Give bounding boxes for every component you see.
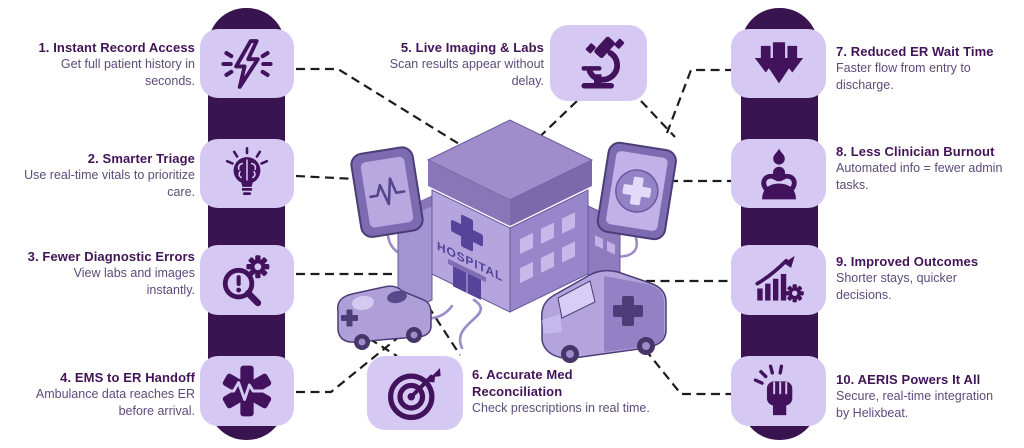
benefit-body-8: Automated info = fewer admin tasks. — [836, 161, 1003, 192]
benefit-item-2: 2. Smarter Triage Use real-time vitals t… — [19, 150, 195, 201]
ambulance-right-cross — [613, 296, 643, 326]
benefit-title-2: 2. Smarter Triage — [87, 151, 195, 166]
connector-line-2 — [295, 174, 357, 181]
benefit-item-4: 4. EMS to ER Handoff Ambulance data reac… — [30, 369, 195, 420]
benefit-body-3: View labs and images instantly. — [73, 266, 195, 297]
hospital-door — [453, 266, 481, 300]
icon-box-3 — [200, 245, 294, 315]
ambulance-left-cross — [341, 309, 358, 327]
ekg-waveform — [369, 177, 406, 206]
connector-line-6b — [356, 330, 398, 357]
icon-box-4 — [200, 356, 294, 426]
raised-fist-icon — [753, 364, 792, 416]
benefit-body-6: Check prescriptions in real time. — [472, 401, 650, 415]
benefit-body-1: Get full patient history in seconds. — [60, 57, 195, 88]
benefit-body-2: Use real-time vitals to prioritize care. — [24, 168, 195, 199]
ambulance-left — [336, 285, 432, 350]
benefit-item-1: 1. Instant Record Access Get full patien… — [19, 39, 195, 90]
benefit-title-3: 3. Fewer Diagnostic Errors — [27, 249, 195, 264]
benefit-item-3: 3. Fewer Diagnostic Errors View labs and… — [25, 248, 195, 299]
benefit-body-7: Faster flow from entry to discharge. — [836, 61, 971, 92]
connector-line-5b — [640, 100, 676, 138]
target-dart-icon — [388, 368, 441, 420]
brain-bulb-icon — [225, 146, 269, 195]
hospital-windows — [520, 212, 575, 284]
benefit-title-6: 6. Accurate Med Reconciliation — [472, 367, 573, 399]
benefit-item-8: 8. Less Clinician Burnout Automated info… — [836, 143, 1024, 194]
icon-box-2 — [200, 139, 294, 208]
benefit-title-4: 4. EMS to ER Handoff — [60, 370, 195, 385]
door-awning — [448, 258, 486, 283]
microscope-icon — [581, 36, 624, 89]
icon-box-8 — [731, 139, 826, 208]
hospital-sign-text: HOSPITAL — [437, 239, 503, 284]
benefit-item-10: 10. AERIS Powers It All Secure, real-tim… — [836, 371, 1006, 422]
benefit-item-7: 7. Reduced ER Wait Time Faster flow from… — [836, 43, 1024, 94]
benefit-body-10: Secure, real-time integration by Helixbe… — [836, 389, 994, 420]
hospital-cross — [451, 214, 483, 252]
benefit-body-9: Shorter stays, quicker decisions. — [836, 271, 957, 302]
ambulance-right — [540, 269, 667, 363]
benefit-body-5: Scan results appear without delay. — [389, 57, 544, 88]
star-of-life-icon — [222, 365, 272, 417]
benefit-body-4: Ambulance data reaches ER before arrival… — [35, 387, 195, 418]
cable-curves — [386, 234, 638, 350]
connector-line-5a — [502, 100, 578, 173]
connector-line-7 — [665, 68, 732, 134]
benefit-item-6: 6. Accurate Med Reconciliation Check pre… — [472, 366, 722, 417]
benefit-title-9: 9. Improved Outcomes — [836, 254, 979, 269]
hospital-building: HOSPITAL — [397, 119, 621, 317]
growth-chart-gear-icon — [754, 255, 804, 303]
icon-box-9 — [731, 245, 826, 315]
benefit-title-5: 5. Live Imaging & Labs — [400, 40, 544, 55]
icon-box-5 — [550, 25, 647, 101]
ekg-monitor — [350, 146, 424, 238]
benefit-title-7: 7. Reduced ER Wait Time — [836, 44, 994, 59]
connector-line-6a — [427, 305, 461, 356]
burnout-icon — [760, 148, 797, 199]
icon-box-10 — [731, 356, 826, 426]
magnifier-gear-icon — [222, 255, 270, 307]
icon-box-6 — [367, 356, 463, 430]
tablet-cross — [622, 176, 652, 206]
icon-box-7 — [731, 29, 826, 98]
icon-box-1 — [200, 29, 294, 98]
benefit-title-8: 8. Less Clinician Burnout — [836, 144, 995, 159]
benefit-item-5: 5. Live Imaging & Labs Scan results appe… — [376, 39, 544, 90]
benefit-title-10: 10. AERIS Powers It All — [836, 372, 981, 387]
lightning-burst-icon — [221, 38, 273, 89]
benefit-title-1: 1. Instant Record Access — [38, 40, 195, 55]
down-arrows-icon — [754, 41, 803, 83]
benefit-item-9: 9. Improved Outcomes Shorter stays, quic… — [836, 253, 1014, 304]
medical-tablet — [596, 141, 677, 241]
